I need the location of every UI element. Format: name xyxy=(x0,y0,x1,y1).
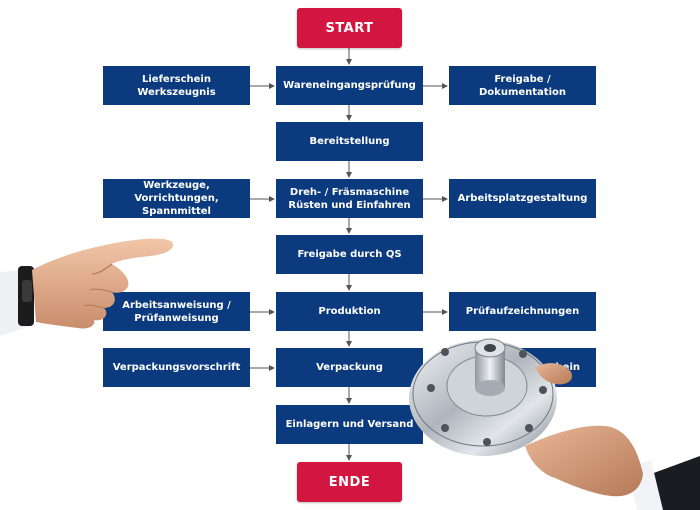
output-inspection-records: Prüfaufzeichnungen xyxy=(449,292,596,331)
machined-flange-photo xyxy=(409,338,700,510)
output-release-documentation: Freigabe / Dokumentation xyxy=(449,66,596,105)
step-packaging: Verpackung xyxy=(276,348,423,387)
end-terminal: ENDE xyxy=(297,462,402,502)
step-production: Produktion xyxy=(276,292,423,331)
input-work-instructions: Arbeitsanweisung / Prüfanweisung xyxy=(103,292,250,331)
input-tools-fixtures: Werkzeuge, Vorrichtungen, Spannmittel xyxy=(103,179,250,218)
step-incoming-inspection: Wareneingangsprüfung xyxy=(276,66,423,105)
step-provisioning: Bereitstellung xyxy=(276,122,423,161)
start-terminal: START xyxy=(297,8,402,48)
input-packaging-spec: Verpackungsvorschrift xyxy=(103,348,250,387)
step-qa-release: Freigabe durch QS xyxy=(276,235,423,274)
step-machine-setup: Dreh- / Fräsmaschine Rüsten und Einfahre… xyxy=(276,179,423,218)
pointing-hand-photo xyxy=(0,238,174,336)
output-workplace-design: Arbeitsplatzgestaltung xyxy=(449,179,596,218)
input-delivery-note: Lieferschein Werkszeugnis xyxy=(103,66,250,105)
step-storage-shipping: Einlagern und Versand xyxy=(276,405,423,444)
